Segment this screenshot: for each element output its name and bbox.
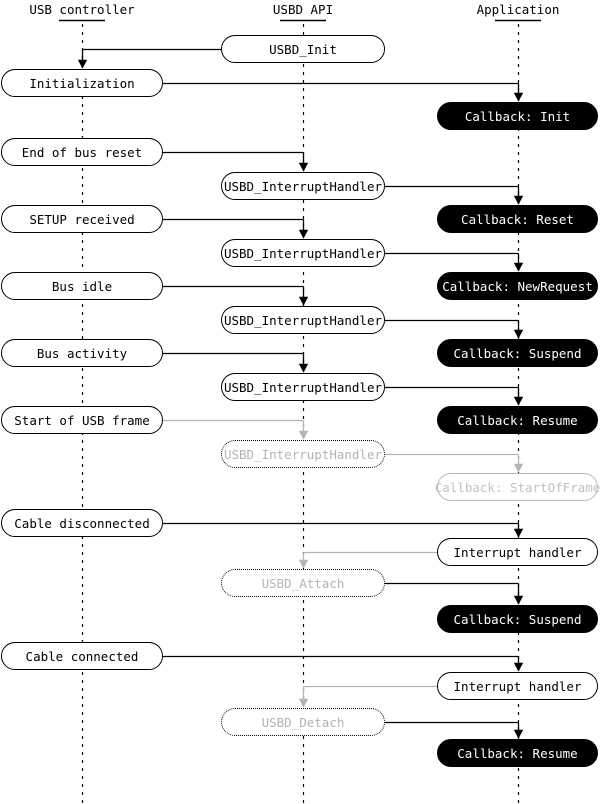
node-label: Callback: Init — [464, 108, 571, 124]
node-end-of-bus-reset[interactable]: End of bus reset — [1, 138, 163, 166]
node-label: Callback: Resume — [457, 745, 578, 761]
connector-c14-arrowhead — [298, 559, 309, 569]
node-label: Callback: Reset — [461, 211, 574, 227]
node-usbd-attach[interactable]: USBD_Attach — [221, 569, 385, 597]
node-label: Start of USB frame — [14, 412, 150, 428]
node-label: End of bus reset — [21, 144, 143, 160]
node-label: USBD_Attach — [261, 575, 345, 591]
node-cable-disconn[interactable]: Cable disconnected — [1, 509, 163, 537]
node-cb-newrequest[interactable]: Callback: NewRequest — [437, 272, 598, 300]
node-cb-init[interactable]: Callback: Init — [437, 102, 598, 130]
node-start-of-frame[interactable]: Start of USB frame — [1, 406, 163, 434]
connector-c17-arrowhead — [298, 698, 309, 708]
connector-c2-arrowhead — [513, 92, 524, 102]
node-label: Interrupt handler — [453, 544, 582, 560]
node-label: USBD_InterruptHandler — [223, 178, 383, 194]
node-label: Bus activity — [36, 345, 128, 361]
connector-c1-arrowhead — [77, 59, 88, 69]
connector-c4-arrowhead — [513, 195, 524, 205]
node-cb-resume-2[interactable]: Callback: Resume — [437, 739, 598, 767]
node-initialization[interactable]: Initialization — [1, 69, 163, 97]
node-label: USBD_InterruptHandler — [223, 379, 383, 395]
lane-header-application: Application — [428, 2, 600, 17]
node-label: USBD_Init — [269, 41, 337, 57]
node-label: Cable disconnected — [14, 515, 150, 531]
connector-c6-arrowhead — [513, 262, 524, 272]
connector-c16-arrowhead — [513, 662, 524, 672]
connector-c7-arrowhead — [298, 296, 309, 306]
connector-c18-arrowhead — [513, 729, 524, 739]
node-irq-5[interactable]: USBD_InterruptHandler — [221, 440, 385, 468]
node-label: USBD_InterruptHandler — [223, 312, 383, 328]
node-label: Bus idle — [51, 278, 113, 294]
node-cb-reset[interactable]: Callback: Reset — [437, 205, 598, 233]
node-cable-conn[interactable]: Cable connected — [1, 642, 163, 670]
node-bus-idle[interactable]: Bus idle — [1, 272, 163, 300]
connector-c9-arrowhead — [298, 363, 309, 373]
node-label: Callback: Suspend — [453, 611, 582, 627]
connector-c13-arrowhead — [513, 528, 524, 538]
connector-c10-arrowhead — [513, 396, 524, 406]
node-irq-1[interactable]: USBD_InterruptHandler — [221, 172, 385, 200]
node-label: Cable connected — [25, 648, 139, 664]
node-setup-received[interactable]: SETUP received — [1, 205, 163, 233]
node-cb-startofframe[interactable]: Callback: StartOfFrame — [434, 473, 600, 501]
node-label: Callback: Resume — [457, 412, 578, 428]
node-label: SETUP received — [29, 211, 135, 227]
lane-header-usb-controller: USB controller — [0, 2, 172, 17]
connector-c11-arrowhead — [298, 430, 309, 440]
node-label: Initialization — [29, 75, 135, 91]
node-label: Callback: StartOfFrame — [434, 479, 600, 495]
node-label: USBD_Detach — [261, 714, 345, 730]
node-label: USBD_InterruptHandler — [223, 245, 383, 261]
lane-header-usbd-api: USBD API — [213, 2, 393, 17]
connector-c15-arrowhead — [513, 595, 524, 605]
node-label: Callback: NewRequest — [442, 278, 593, 294]
lane-header-label: Application — [476, 2, 560, 17]
node-label: Callback: Suspend — [453, 345, 582, 361]
node-bus-activity[interactable]: Bus activity — [1, 339, 163, 367]
node-irq-2[interactable]: USBD_InterruptHandler — [221, 239, 385, 267]
node-label: Interrupt handler — [453, 678, 582, 694]
node-irq-handler-1[interactable]: Interrupt handler — [437, 538, 598, 566]
node-cb-resume-1[interactable]: Callback: Resume — [437, 406, 598, 434]
lane-header-label: USB controller — [29, 2, 135, 17]
node-cb-suspend-2[interactable]: Callback: Suspend — [437, 605, 598, 633]
node-irq-handler-2[interactable]: Interrupt handler — [437, 672, 598, 700]
node-usbd-init[interactable]: USBD_Init — [221, 35, 385, 63]
node-label: USBD_InterruptHandler — [223, 446, 383, 462]
connector-c8-arrowhead — [513, 329, 524, 339]
lane-header-label: USBD API — [272, 2, 334, 17]
node-usbd-detach[interactable]: USBD_Detach — [221, 708, 385, 736]
connector-c3-arrowhead — [298, 162, 309, 172]
node-cb-suspend-1[interactable]: Callback: Suspend — [437, 339, 598, 367]
connector-c12-arrowhead — [513, 463, 524, 473]
node-irq-4[interactable]: USBD_InterruptHandler — [221, 373, 385, 401]
connector-c5-arrowhead — [298, 229, 309, 239]
node-irq-3[interactable]: USBD_InterruptHandler — [221, 306, 385, 334]
